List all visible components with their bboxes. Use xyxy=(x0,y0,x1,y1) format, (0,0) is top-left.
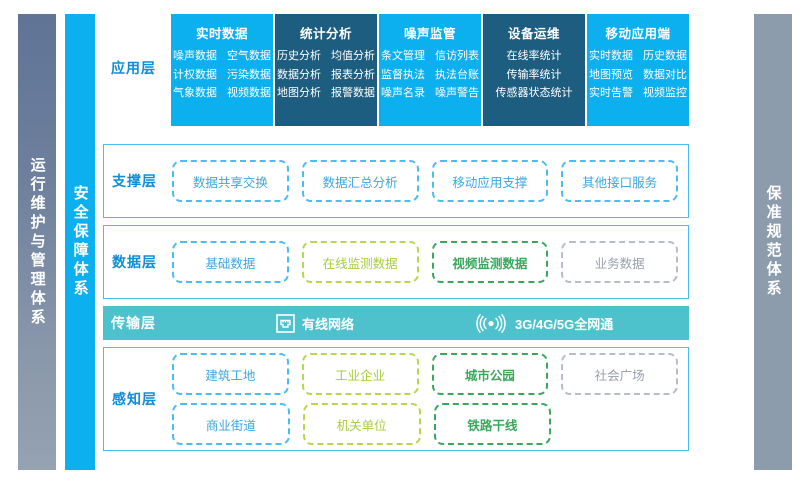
application-item[interactable]: 污染数据 xyxy=(227,68,271,81)
sidebar-standards-specification-label: 保准规范体系 xyxy=(764,185,782,299)
layer-chip[interactable]: 其他接口服务 xyxy=(561,160,678,202)
application-item[interactable]: 噪声名录 xyxy=(381,87,425,100)
layer-chip[interactable]: 社会广场 xyxy=(561,353,678,395)
application-column-title: 实时数据 xyxy=(195,27,248,41)
layer-chip[interactable]: 建筑工地 xyxy=(172,353,289,395)
wireless-signal-icon xyxy=(474,313,508,333)
perception-chip-row: 商业街道机关单位铁路干线 xyxy=(172,403,678,445)
application-column-title: 移动应用端 xyxy=(605,27,671,41)
transmission-wired-label: 有线网络 xyxy=(302,316,355,332)
application-column-title: 设备运维 xyxy=(507,27,560,41)
sidebar-security-assurance: 安全保障体系 xyxy=(65,14,95,470)
application-item[interactable]: 执法台账 xyxy=(435,68,479,81)
application-item-grid: 历史分析均值分析数据分析报表分析地图分析报警数据 xyxy=(277,50,375,100)
layer-chip[interactable]: 视频监测数据 xyxy=(431,241,549,283)
application-column[interactable]: 设备运维在线率统计传输率统计传感器状态统计 xyxy=(483,14,585,126)
layer-chip[interactable]: 铁路干线 xyxy=(433,403,552,445)
data-chip-group: 基础数据在线监测数据视频监测数据业务数据 xyxy=(172,241,688,283)
layer-support-label: 支撑层 xyxy=(112,173,157,189)
layer-data-label: 数据层 xyxy=(112,254,157,270)
application-item[interactable]: 噪声数据 xyxy=(173,50,217,62)
application-item[interactable]: 历史分析 xyxy=(277,50,321,62)
layer-chip[interactable]: 业务数据 xyxy=(561,241,678,283)
application-item[interactable]: 信访列表 xyxy=(435,50,479,62)
application-item[interactable]: 报警数据 xyxy=(331,87,375,100)
layer-chip[interactable]: 数据共享交换 xyxy=(172,160,289,202)
application-item-grid: 噪声数据空气数据计权数据污染数据气象数据视频数据 xyxy=(173,50,271,100)
application-item[interactable]: 均值分析 xyxy=(331,50,375,62)
layer-chip[interactable]: 在线监测数据 xyxy=(301,241,419,283)
layer-support: 支撑层 数据共享交换数据汇总分析移动应用支撑其他接口服务 xyxy=(103,144,689,218)
transmission-item-wired: 有线网络 xyxy=(276,313,355,333)
layer-transmission: 传输层 有线网络 xyxy=(103,306,689,340)
application-column-title: 噪声监管 xyxy=(403,27,456,41)
application-item[interactable]: 噪声警告 xyxy=(435,87,479,100)
application-item[interactable]: 传感器状态统计 xyxy=(495,87,573,100)
support-chip-group: 数据共享交换数据汇总分析移动应用支撑其他接口服务 xyxy=(172,160,688,202)
application-column-title: 统计分析 xyxy=(299,27,352,41)
layer-perception-label: 感知层 xyxy=(112,391,157,407)
application-item[interactable]: 地图预览 xyxy=(589,68,633,81)
sidebar-standards-specification: 保准规范体系 xyxy=(754,14,792,470)
layer-chip[interactable]: 机关单位 xyxy=(302,403,421,445)
transmission-wireless-label: 3G/4G/5G全网通 xyxy=(515,316,614,332)
layer-chip[interactable]: 工业企业 xyxy=(301,353,419,395)
perception-chip-row: 建筑工地工业企业城市公园社会广场 xyxy=(172,353,678,395)
application-item[interactable]: 传输率统计 xyxy=(506,68,562,81)
application-item[interactable]: 实时告警 xyxy=(589,87,633,100)
layer-data: 数据层 基础数据在线监测数据视频监测数据业务数据 xyxy=(103,225,689,299)
application-columns: 实时数据噪声数据空气数据计权数据污染数据气象数据视频数据统计分析历史分析均值分析… xyxy=(171,14,689,126)
layer-application: 应用层 实时数据噪声数据空气数据计权数据污染数据气象数据视频数据统计分析历史分析… xyxy=(103,14,689,136)
layer-transmission-label: 传输层 xyxy=(111,315,156,331)
sidebar-security-assurance-label: 安全保障体系 xyxy=(71,185,89,299)
application-column[interactable]: 实时数据噪声数据空气数据计权数据污染数据气象数据视频数据 xyxy=(171,14,273,126)
layer-application-label: 应用层 xyxy=(111,60,156,76)
application-item[interactable]: 数据对比 xyxy=(643,68,687,81)
transmission-items: 有线网络 3G/4G/5G全网通 xyxy=(171,313,689,333)
application-column[interactable]: 统计分析历史分析均值分析数据分析报表分析地图分析报警数据 xyxy=(275,14,377,126)
application-item-grid: 条文管理信访列表监督执法执法台账噪声名录噪声警告 xyxy=(381,50,479,100)
application-item[interactable]: 条文管理 xyxy=(381,50,425,62)
application-column[interactable]: 噪声监管条文管理信访列表监督执法执法台账噪声名录噪声警告 xyxy=(379,14,481,126)
application-item[interactable]: 空气数据 xyxy=(227,50,271,62)
application-item[interactable]: 监督执法 xyxy=(381,68,425,81)
sidebar-operations-management: 运行维护与管理体系 xyxy=(18,14,56,470)
layer-chip[interactable]: 数据汇总分析 xyxy=(301,160,419,202)
transmission-item-wireless: 3G/4G/5G全网通 xyxy=(474,313,614,333)
layer-perception: 感知层 建筑工地工业企业城市公园社会广场商业街道机关单位铁路干线 xyxy=(103,347,689,451)
application-item[interactable]: 气象数据 xyxy=(173,87,217,100)
layer-chip[interactable]: 基础数据 xyxy=(172,241,289,283)
application-item[interactable]: 在线率统计 xyxy=(506,50,562,62)
application-item-grid: 实时数据历史数据地图预览数据对比实时告警视频监控 xyxy=(589,50,687,100)
application-item[interactable]: 数据分析 xyxy=(277,68,321,81)
application-item[interactable]: 视频监控 xyxy=(643,87,687,100)
application-item[interactable]: 实时数据 xyxy=(589,50,633,62)
sidebar-operations-management-label: 运行维护与管理体系 xyxy=(28,156,46,328)
application-item[interactable]: 计权数据 xyxy=(173,68,217,81)
ethernet-port-icon xyxy=(276,313,295,333)
perception-chip-spacer xyxy=(564,403,678,445)
layer-stack: 应用层 实时数据噪声数据空气数据计权数据污染数据气象数据视频数据统计分析历史分析… xyxy=(103,14,689,470)
application-item[interactable]: 历史数据 xyxy=(643,50,687,62)
application-item[interactable]: 地图分析 xyxy=(277,87,321,100)
layer-chip[interactable]: 商业街道 xyxy=(172,403,290,445)
application-column[interactable]: 移动应用端实时数据历史数据地图预览数据对比实时告警视频监控 xyxy=(587,14,689,126)
application-item[interactable]: 视频数据 xyxy=(227,87,271,100)
application-item[interactable]: 报表分析 xyxy=(331,68,375,81)
layer-chip[interactable]: 移动应用支撑 xyxy=(431,160,549,202)
application-item-grid: 在线率统计传输率统计传感器状态统计 xyxy=(495,50,573,100)
layer-chip[interactable]: 城市公园 xyxy=(431,353,549,395)
perception-chip-group: 建筑工地工业企业城市公园社会广场商业街道机关单位铁路干线 xyxy=(172,345,688,453)
